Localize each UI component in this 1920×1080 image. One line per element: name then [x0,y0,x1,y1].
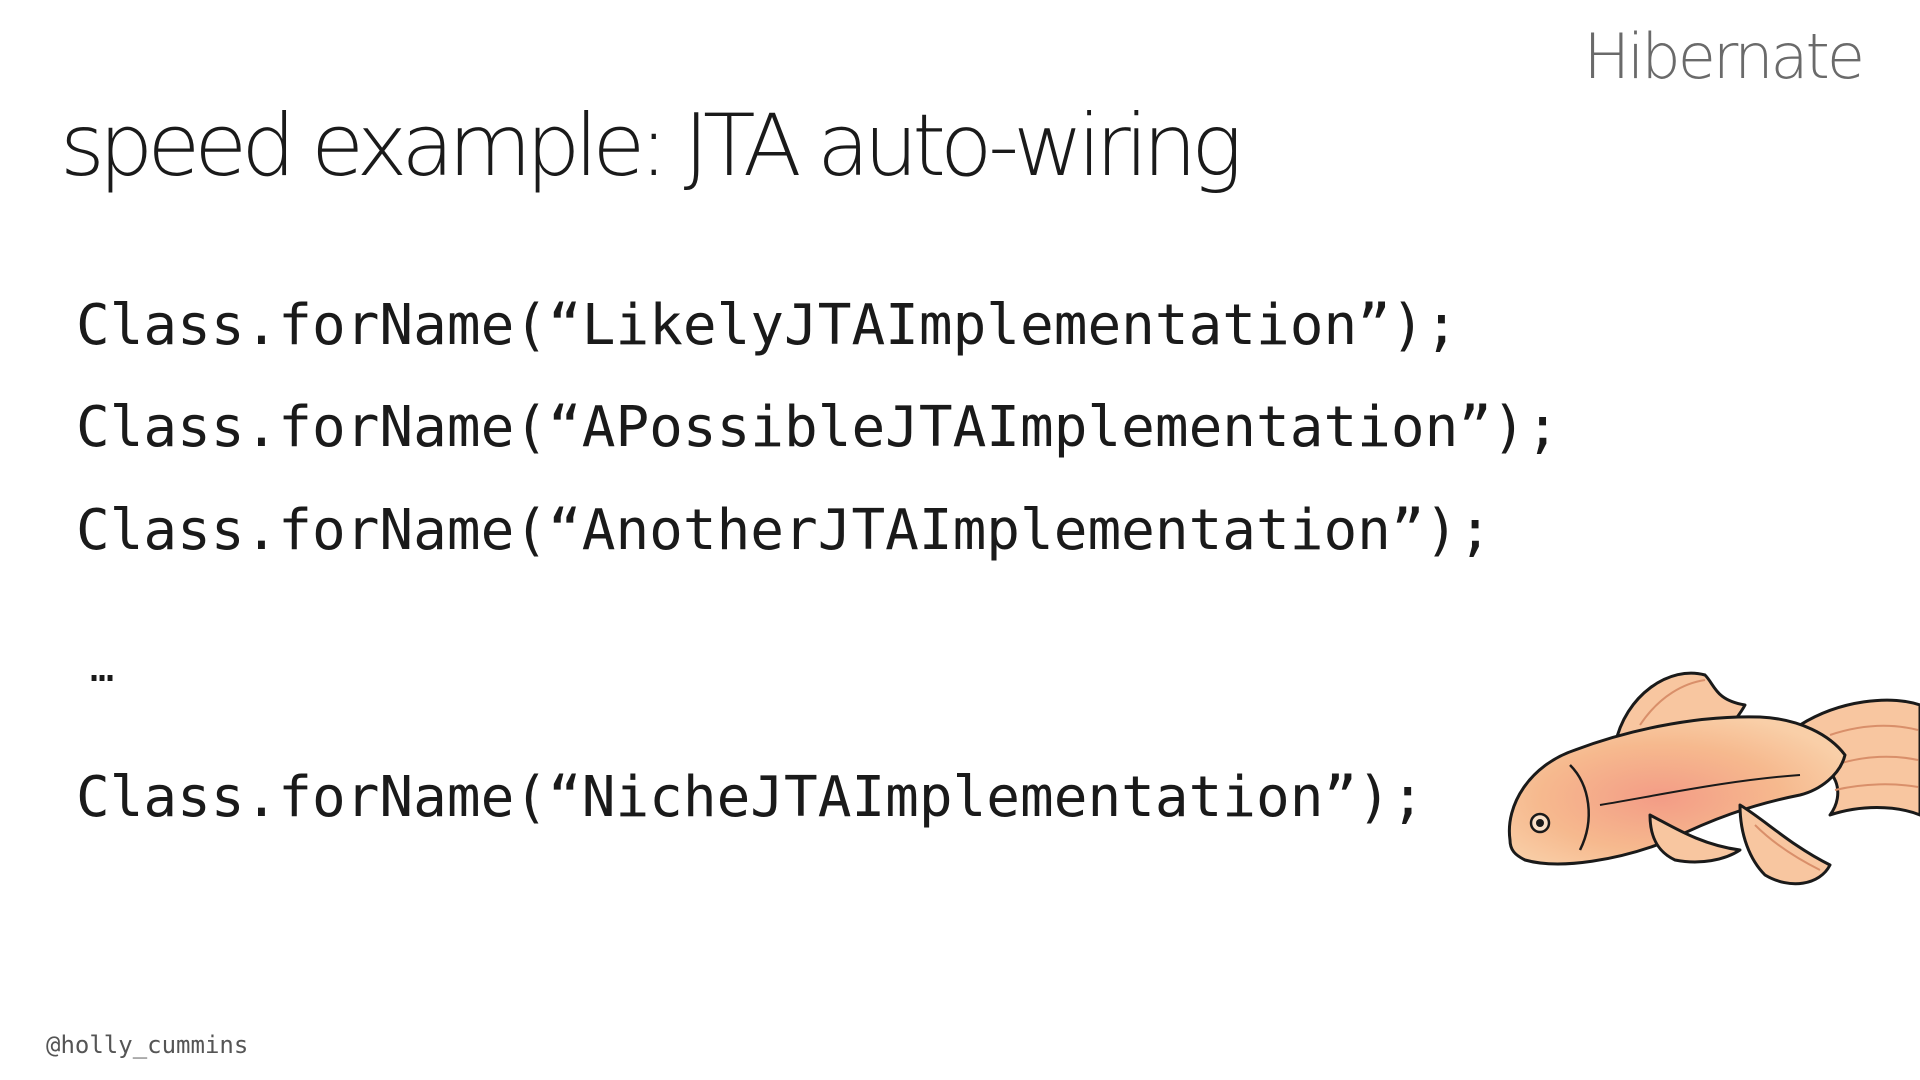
goldfish-icon [1507,671,1920,886]
code-line-possible: Class.forName(“APossibleJTAImplementatio… [76,395,1560,460]
code-line-niche: Class.forName(“NicheJTAImplementation”); [76,765,1425,830]
code-line-another: Class.forName(“AnotherJTAImplementation”… [76,498,1493,563]
slide-title: speed example: JTA auto-wiring [60,96,1243,196]
code-line-likely: Class.forName(“LikelyJTAImplementation”)… [76,293,1459,358]
brand-wordmark: Hibernate [1583,20,1865,93]
author-handle: @holly_cummins [46,1031,249,1059]
code-ellipsis: … [90,645,115,691]
